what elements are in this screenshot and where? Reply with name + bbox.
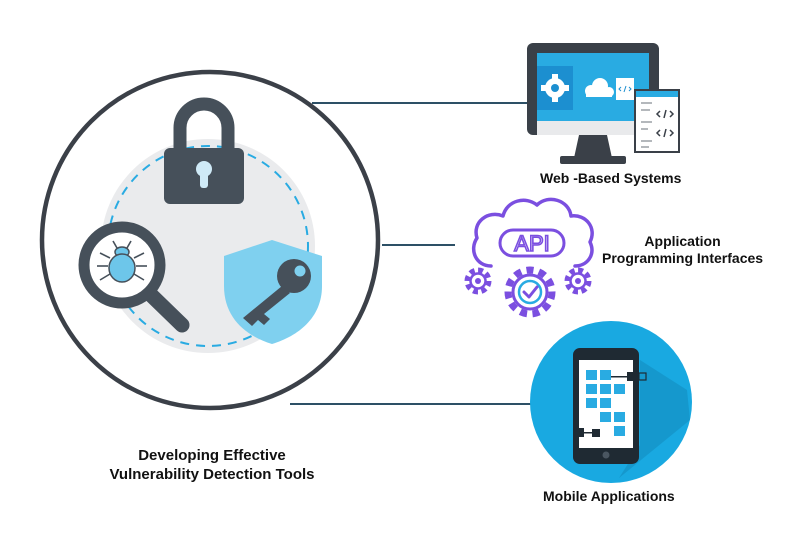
- center-title: Developing Effective Vulnerability Detec…: [60, 446, 364, 484]
- code-window-icon: [616, 78, 634, 100]
- small-gear-left-icon: [464, 267, 492, 295]
- label-api-line1: Application: [644, 233, 721, 249]
- connectors: [290, 102, 533, 405]
- cloud-icon: [585, 78, 614, 97]
- code-document-icon: [634, 89, 680, 153]
- small-gear-right-icon: [564, 267, 592, 295]
- shield-key-icon: [224, 240, 322, 344]
- gear-icon: [541, 74, 569, 102]
- center-title-line1: Developing Effective: [138, 447, 286, 464]
- api-badge: API: [498, 228, 566, 258]
- bug-icon: [97, 240, 147, 281]
- magnifier-bug-icon: [78, 221, 190, 333]
- center-title-line2: Vulnerability Detection Tools: [109, 466, 315, 483]
- monitor-icon: [527, 43, 680, 164]
- label-mobile-applications: Mobile Applications: [543, 488, 675, 504]
- label-api: Application Programming Interfaces: [602, 233, 763, 267]
- label-api-line2: Programming Interfaces: [602, 250, 764, 266]
- api-badge-text: API: [514, 231, 549, 256]
- smartphone-icon: [530, 321, 692, 483]
- api-cloud-gears-icon: API: [464, 197, 594, 318]
- connector-nodes: [574, 372, 647, 437]
- label-web-based-systems: Web -Based Systems: [540, 170, 682, 186]
- big-gear-check-icon: [504, 266, 556, 318]
- padlock-icon: [164, 97, 244, 204]
- dashed-ring: [107, 145, 309, 347]
- app-grid: [586, 370, 625, 436]
